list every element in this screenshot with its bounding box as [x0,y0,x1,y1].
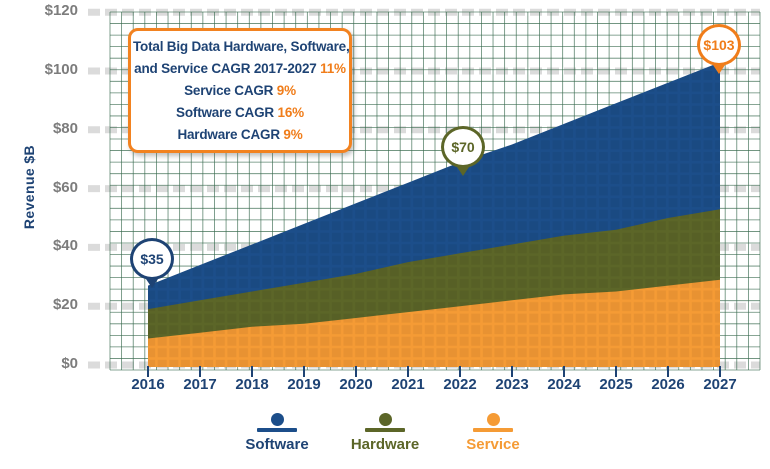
stacked-areas [148,62,720,367]
y-tick-label-120: $120 [44,2,78,20]
legend-item-hardware: Hardware [346,413,424,453]
y-tick-label-20: $20 [52,296,78,314]
legend: Software Hardware Service [0,413,770,453]
x-axis-ticks [147,366,721,377]
x-tick-label-2024: 2024 [547,376,581,393]
data-label-2027-total: $103 [697,24,741,74]
y-tick-label-100: $100 [44,61,78,78]
x-tick-label-2026: 2026 [651,376,685,393]
data-label-2016-total: $35 [130,238,174,288]
y-tick-label-0: $0 [61,355,78,372]
legend-marker-line-hardware [365,428,405,432]
x-tick-label-2020: 2020 [339,376,373,393]
x-tick-label-2021: 2021 [391,376,425,393]
legend-label-service: Service [466,436,520,453]
legend-marker-line-software [257,428,297,432]
legend-item-service: Service [454,413,532,453]
data-label-2022-total: $70 [441,126,485,176]
y-tick-label-80: $80 [52,119,78,137]
legend-label-hardware: Hardware [350,436,420,453]
legend-label-software: Software [245,436,309,453]
y-tick-label-60: $60 [52,178,78,196]
legend-marker-line-service [473,428,513,432]
x-tick-label-2027: 2027 [703,376,737,393]
legend-item-software: Software [238,413,316,453]
cagr-annotation-box: Total Big Data Hardware, Software, and S… [128,28,352,153]
cagr-line-hardware: Hardware CAGR 9% [177,126,303,142]
x-tick-label-2017: 2017 [183,376,217,393]
area-texture-overlay [148,62,720,367]
cagr-line-service: Service CAGR 9% [184,82,296,98]
cagr-line-software: Software CAGR 16% [176,104,304,120]
x-tick-label-2018: 2018 [235,376,269,393]
cagr-line-total-2: and Service CAGR 2017-2027 11% [134,60,346,76]
x-tick-label-2019: 2019 [287,376,321,393]
x-tick-label-2022: 2022 [443,376,477,393]
y-tick-label-40: $40 [52,237,78,255]
legend-marker-circle-software [270,413,284,426]
legend-marker-circle-service [486,413,500,426]
x-tick-label-2023: 2023 [495,376,529,393]
legend-marker-circle-hardware [378,413,392,426]
x-tick-label-2016: 2016 [131,376,165,393]
x-tick-label-2025: 2025 [599,376,633,393]
cagr-line-total-1: Total Big Data Hardware, Software, [133,38,350,54]
